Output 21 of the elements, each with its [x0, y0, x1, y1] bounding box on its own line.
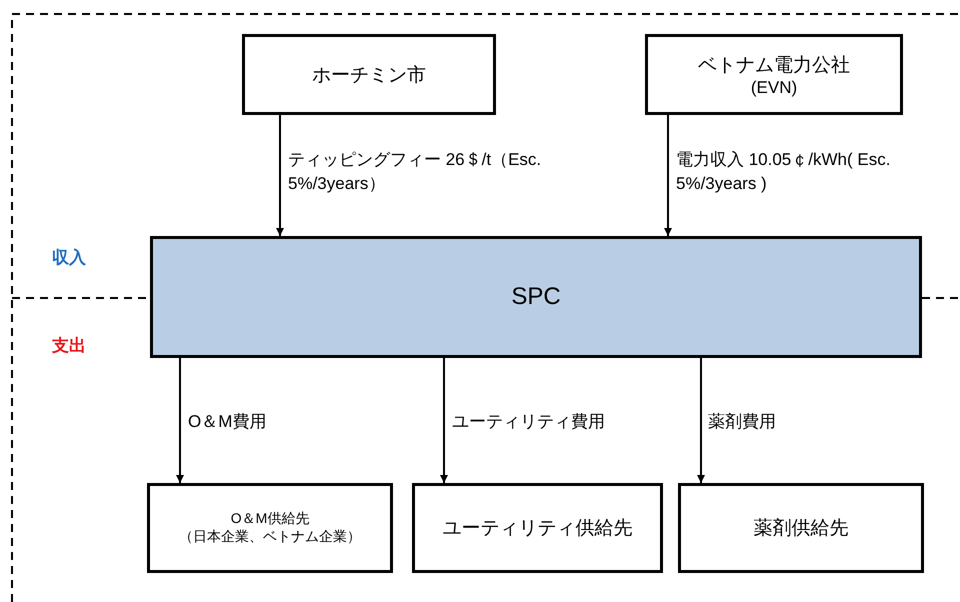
arrow [697, 358, 705, 483]
arrow [664, 115, 672, 236]
box-subtitle: (EVN) [750, 78, 798, 98]
process-box [147, 483, 393, 573]
box-title: ユーティリティ供給先 [442, 517, 634, 541]
process-box [678, 483, 924, 573]
process-box [645, 34, 903, 115]
box-title: O＆M供給先 [230, 510, 310, 528]
box-title: ベトナム電力公社 [697, 54, 851, 78]
section-label: 収入 [52, 247, 86, 269]
arrow [276, 115, 284, 236]
box-title: ホーチミン市 [311, 64, 427, 88]
box-title: SPC [510, 283, 562, 311]
arrow [176, 358, 184, 483]
box-subtitle: （日本企業、ベトナム企業） [178, 528, 362, 546]
process-box [412, 483, 663, 573]
box-title: 薬剤供給先 [752, 517, 850, 541]
section-label: 支出 [52, 335, 86, 357]
process-box [242, 34, 496, 115]
arrow [440, 358, 448, 483]
process-box [150, 236, 922, 358]
